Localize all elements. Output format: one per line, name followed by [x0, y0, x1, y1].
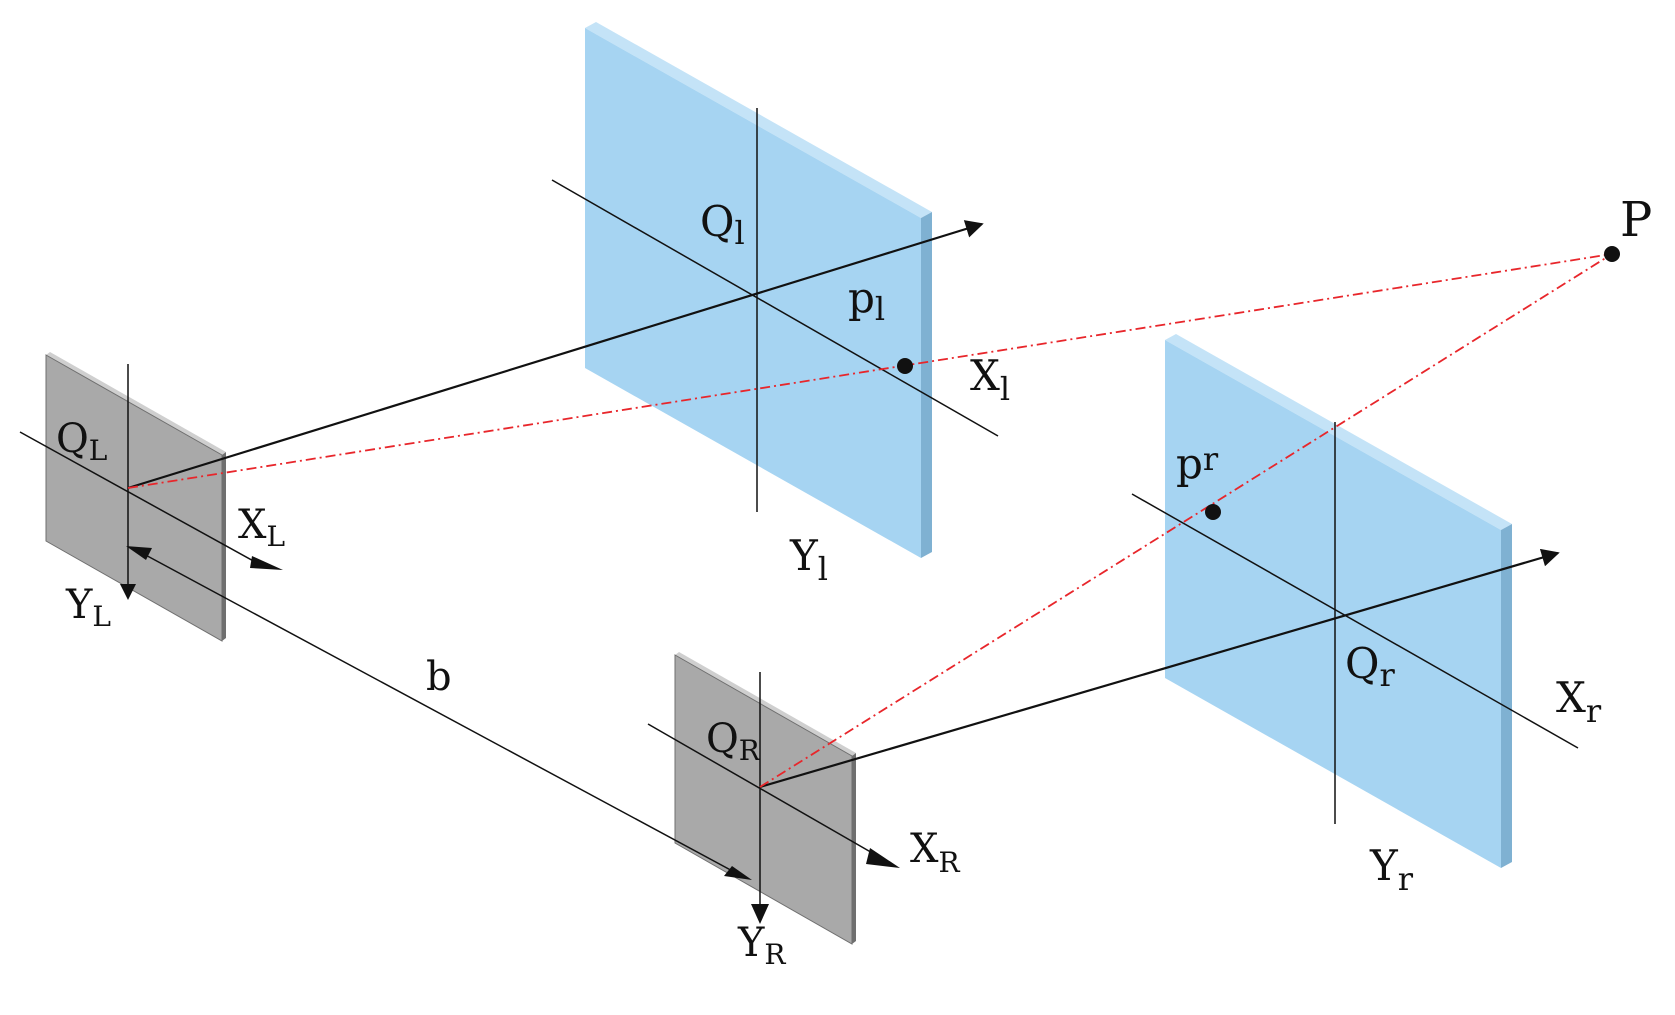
left-camera-x-label: XL [238, 502, 285, 553]
left-camera-center-label: QL [56, 416, 107, 467]
right-camera-y-label: YR [737, 920, 786, 971]
right-image-x-label: Xr [1556, 673, 1602, 730]
right-camera-top [675, 652, 856, 756]
right-image-plane-top [1165, 334, 1512, 530]
right-image-point [1205, 504, 1221, 520]
right-image-point-label: pr [1176, 439, 1219, 488]
baseline-line [139, 551, 739, 875]
right-image-y-label: Yr [1369, 841, 1414, 898]
left-camera-top [46, 352, 226, 455]
left-image-center-label: Ql [700, 197, 745, 252]
right-camera-center-label: QR [706, 716, 761, 767]
left-camera-y-label: YL [65, 582, 111, 633]
left-image-plane-front [585, 28, 921, 558]
right-camera-x-arrowhead [866, 848, 900, 868]
world-point-label: P [1620, 192, 1652, 248]
right-image-plane-side [1501, 524, 1512, 868]
right-camera [674, 652, 856, 945]
left-image-point [897, 358, 913, 374]
left-image-x-label: Xl [970, 351, 1010, 408]
right-camera-x-label: XR [910, 826, 960, 879]
left-camera-side [222, 452, 226, 641]
right-camera-y-arrowhead [751, 904, 769, 924]
left-image-y-label: Yl [789, 531, 828, 588]
left-camera-y-arrowhead [120, 584, 136, 600]
right-camera-front [674, 654, 853, 945]
baseline-label: b [426, 654, 452, 700]
right-image-plane-front [1165, 340, 1501, 868]
left-image-plane [585, 22, 932, 558]
left-camera-front [45, 354, 223, 642]
left-image-point-label: pl [848, 273, 885, 328]
left-image-plane-top [585, 22, 932, 218]
baseline-arrowhead-end [724, 866, 752, 880]
right-camera-side [852, 753, 856, 944]
right-image-x-axis [1131, 493, 1579, 749]
left-camera-x-arrowhead [250, 556, 283, 570]
right-projection-ray [759, 253, 1613, 788]
right-camera-x-axis [647, 723, 889, 863]
left-camera [45, 352, 226, 642]
baseline-arrowhead-start [126, 546, 152, 560]
right-image-center-label: Qr [1345, 639, 1395, 694]
left-image-plane-side [921, 212, 932, 558]
world-point [1604, 246, 1620, 262]
left-camera-x-axis [19, 431, 267, 569]
left-optical-axis [127, 220, 984, 490]
right-optical-axis [759, 548, 1560, 789]
left-image-x-axis [551, 179, 999, 437]
right-image-plane [1165, 334, 1512, 868]
